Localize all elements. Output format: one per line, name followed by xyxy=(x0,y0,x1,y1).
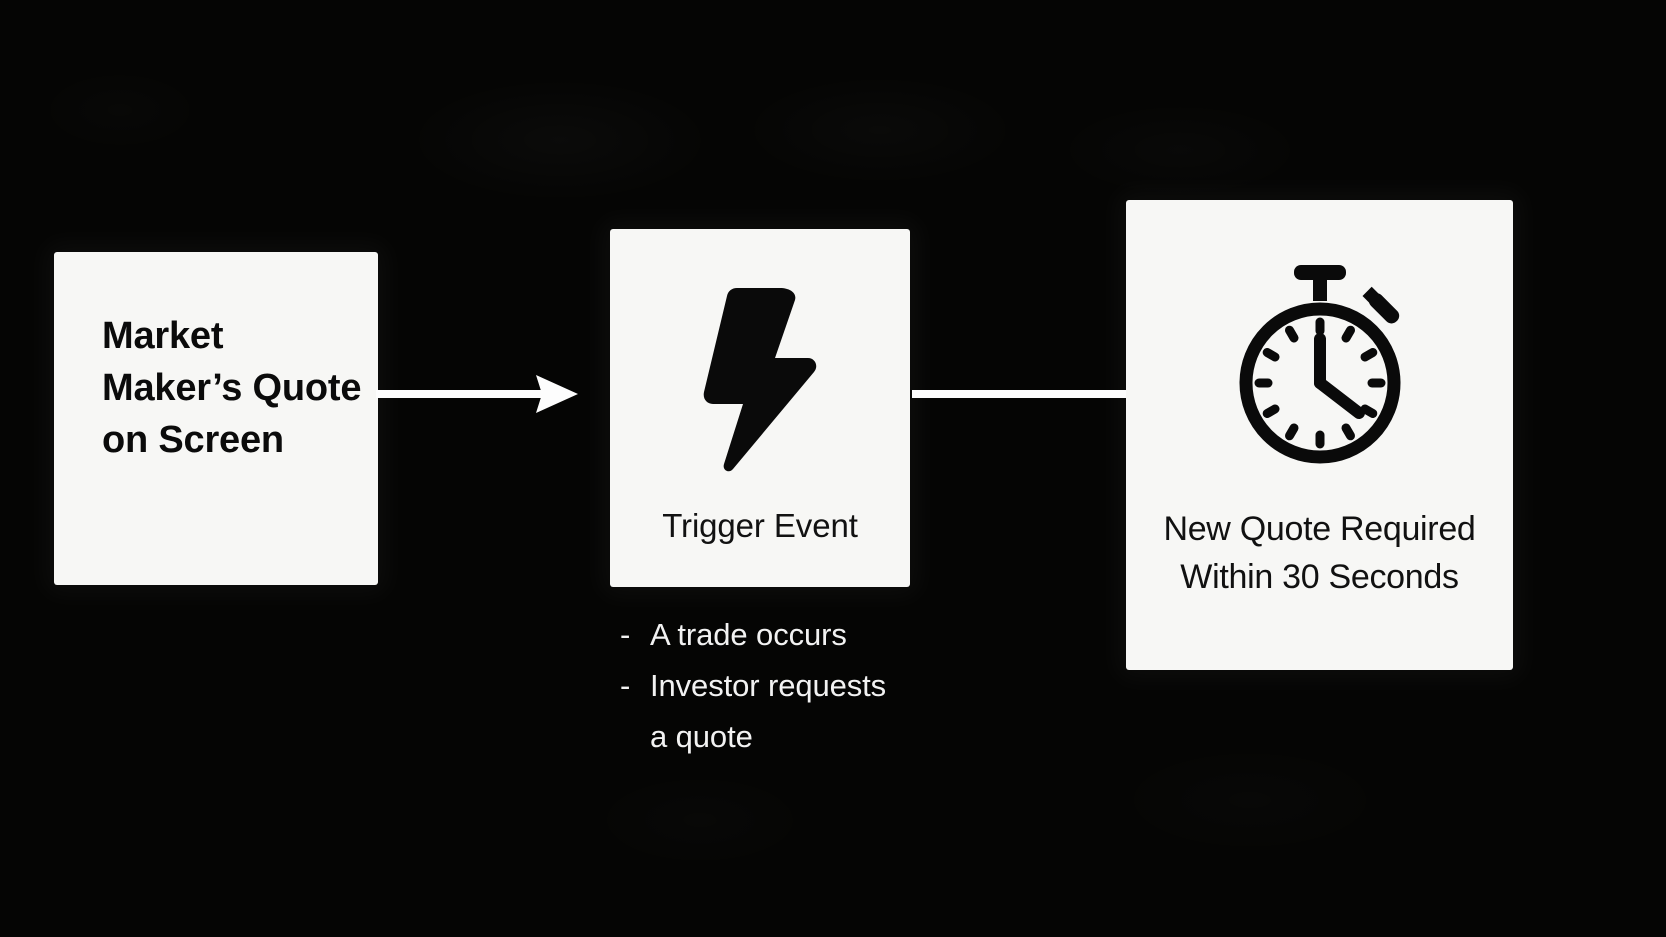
bullet-text-trade-occurs: A trade occurs xyxy=(650,617,847,652)
card-title-market-maker-quote: Market Maker’s Quote on Screen xyxy=(102,315,362,462)
card-caption-trigger-event: Trigger Event xyxy=(662,507,858,544)
bullet-text-line-2: a quote xyxy=(650,718,753,754)
caption-line-1: New Quote Required xyxy=(1163,510,1476,548)
bullet-dash: - xyxy=(620,617,631,652)
step-card-market-maker-quote[interactable]: Market Maker’s Quote on Screen xyxy=(54,252,378,585)
bullet-item-trade-occurs: - A trade occurs xyxy=(620,610,1040,661)
bullet-text-line-1: Investor requests xyxy=(650,667,887,703)
arrow-market-maker-to-trigger xyxy=(376,371,580,417)
arrow-right-icon xyxy=(376,375,578,413)
bullet-item-investor-requests: - Investor requests a quote xyxy=(620,661,1040,763)
bullet-text-investor-requests: Investor requests a quote xyxy=(650,661,1040,763)
stopwatch-icon xyxy=(1239,265,1400,464)
card-caption-new-quote-required: New Quote Required Within 30 Seconds xyxy=(1122,505,1517,602)
trigger-event-bullet-list: - A trade occurs - Investor requests a q… xyxy=(620,610,1040,762)
step-card-new-quote-required[interactable]: New Quote Required Within 30 Seconds xyxy=(1126,200,1513,670)
lightning-bolt-icon-wrapper xyxy=(610,279,910,479)
caption-line-2: Within 30 Seconds xyxy=(1180,558,1459,597)
stopwatch-icon-wrapper xyxy=(1126,246,1513,486)
bullet-dash: - xyxy=(620,667,631,703)
step-card-trigger-event[interactable]: Trigger Event xyxy=(610,229,910,587)
lightning-bolt-icon xyxy=(703,288,817,472)
